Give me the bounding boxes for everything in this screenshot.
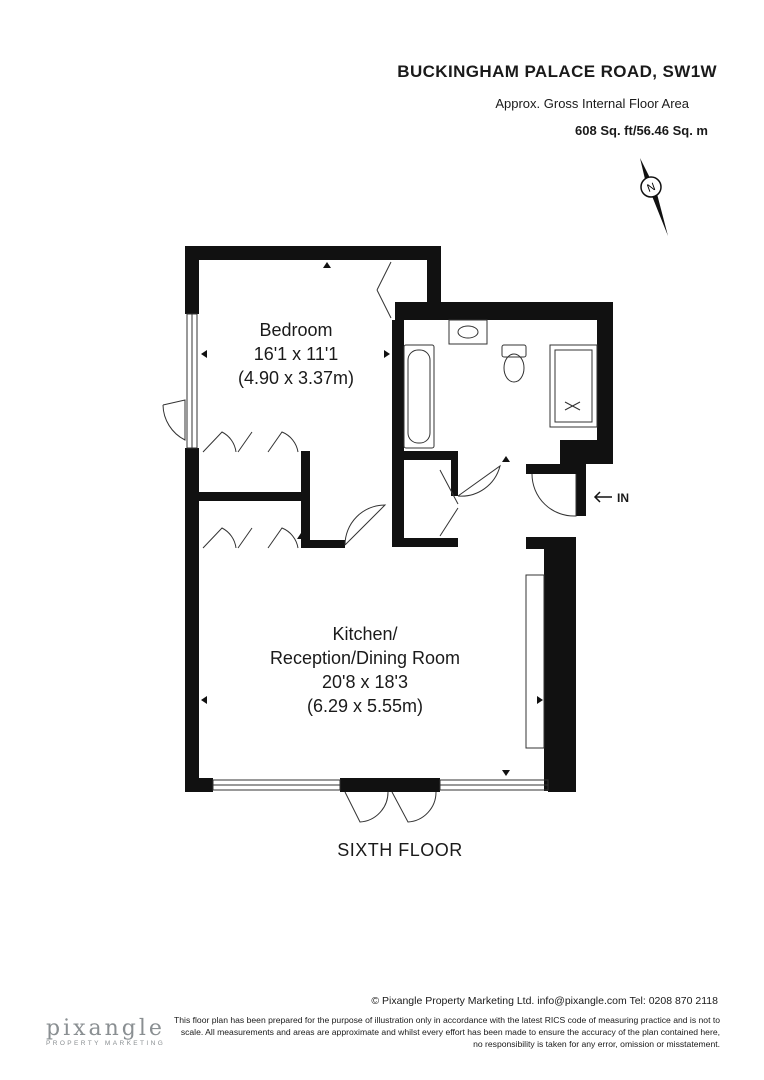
kitchen-label: Kitchen/ Reception/Dining Room 20'8 x 18… <box>210 622 520 718</box>
kitchen-metric: (6.29 x 5.55m) <box>306 696 424 716</box>
logo-sub-text: PROPERTY MARKETING <box>46 1040 166 1047</box>
doors <box>162 261 577 823</box>
compass-letter: N <box>646 181 658 195</box>
kitchen-imperial: 20'8 x 18'3 <box>322 672 408 692</box>
bedroom-imperial: 16'1 x 11'1 <box>253 344 339 364</box>
kitchen-counter <box>525 574 545 749</box>
dimension-markers <box>201 262 543 776</box>
logo-main-text: pixangle <box>46 1016 165 1041</box>
bedroom-label: Bedroom 16'1 x 11'1 (4.90 x 3.37m) <box>196 318 396 390</box>
footer-disclaimer: This floor plan has been prepared for th… <box>174 1015 721 1049</box>
walls <box>185 246 613 792</box>
bathroom-fixtures <box>403 319 598 449</box>
bedroom-metric: (4.90 x 3.37m) <box>237 368 355 388</box>
footer-contact: © Pixangle Property Marketing Ltd. info@… <box>371 995 718 1007</box>
entrance-label: IN <box>617 491 629 505</box>
header-title: BUCKINGHAM PALACE ROAD, SW1W <box>397 62 717 81</box>
area-value: 608 Sq. ft/56.46 Sq. m <box>575 123 708 138</box>
entrance-arrow-icon <box>593 491 612 503</box>
area-label: Approx. Gross Internal Floor Area <box>495 96 689 111</box>
compass-north-arrow-icon: N <box>640 158 668 236</box>
kitchen-name-line2: Reception/Dining Room <box>269 648 461 668</box>
bedroom-name: Bedroom <box>259 320 333 340</box>
pixangle-logo: pixangle PROPERTY MARKETING <box>46 1016 165 1047</box>
floor-label: SIXTH FLOOR <box>337 840 463 860</box>
windows <box>186 313 549 791</box>
kitchen-name-line1: Kitchen/ <box>332 624 398 644</box>
